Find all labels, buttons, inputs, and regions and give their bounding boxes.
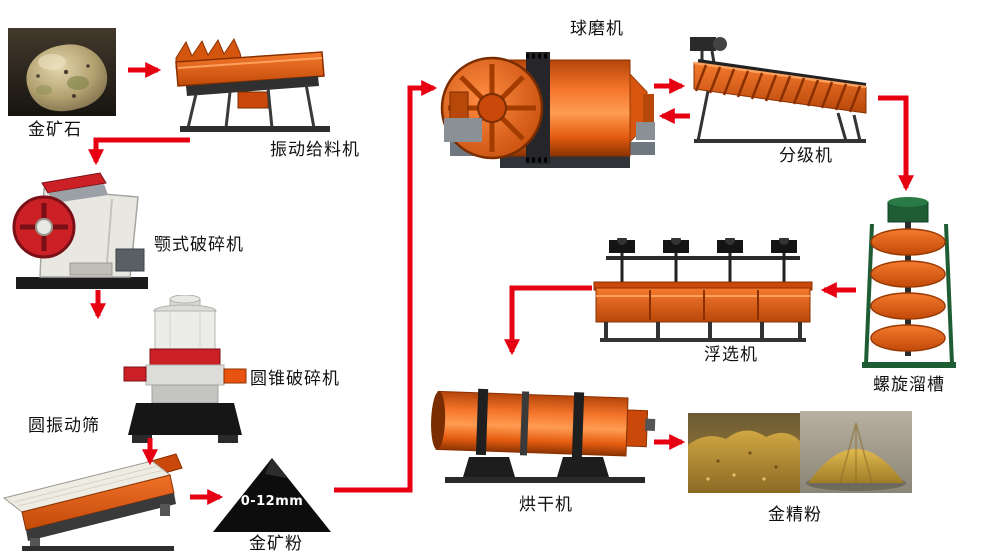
dryer-image (425, 365, 657, 487)
label-vibrating-screen: 圆振动筛 (28, 416, 100, 436)
jaw-crusher-image (12, 165, 152, 293)
gold-concentrate-photo-left (688, 413, 800, 493)
gold-ore-photo (8, 28, 116, 116)
label-jaw-crusher: 颚式破碎机 (154, 235, 244, 255)
label-cone-crusher: 圆锥破碎机 (250, 369, 340, 389)
label-gold-ore: 金矿石 (28, 120, 82, 140)
cone-crusher-image (122, 295, 248, 447)
spiral-chute-image (860, 196, 958, 374)
label-flotation: 浮选机 (704, 345, 758, 365)
arrow-classifier-to-spiral-chute (878, 95, 915, 192)
arrow-flotation-to-dryer (503, 285, 592, 356)
arrow-feeder-to-jaw-crusher (87, 137, 190, 166)
flotation-machine-image (592, 238, 814, 346)
vibrating-screen-image (2, 448, 188, 552)
label-spiral-chute: 螺旋溜槽 (873, 375, 945, 395)
gold-powder-pile (213, 458, 331, 532)
label-gold-powder: 金矿粉 (249, 534, 303, 554)
label-ball-mill: 球磨机 (570, 19, 624, 39)
label-dryer: 烘干机 (519, 495, 573, 515)
label-classifier: 分级机 (779, 146, 833, 166)
gold-concentrate-photo-right (800, 411, 912, 493)
ball-mill-image (440, 28, 655, 186)
vibrating-feeder-image (172, 28, 337, 136)
classifier-image (688, 35, 878, 145)
label-vibrating-feeder: 振动给料机 (270, 140, 360, 160)
label-powder-size: 0-12mm (240, 494, 304, 509)
label-concentrate: 金精粉 (768, 505, 822, 525)
